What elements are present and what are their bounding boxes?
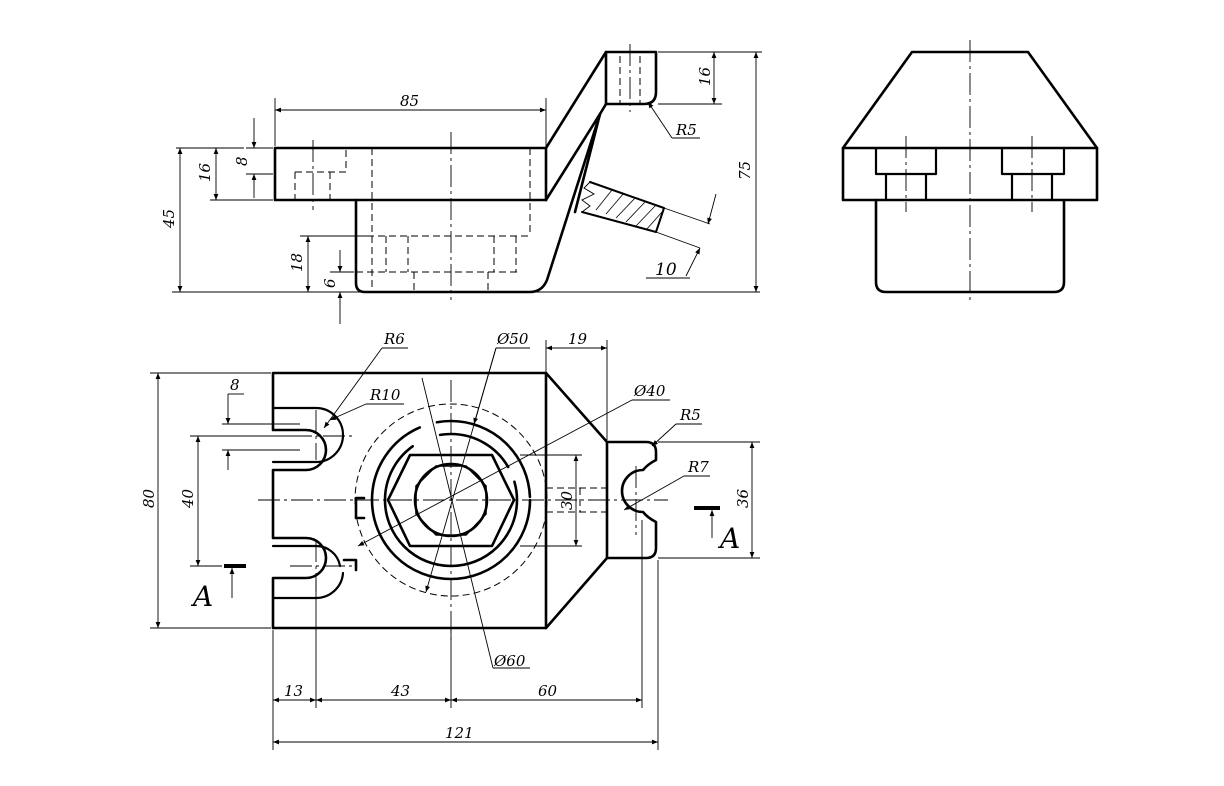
dim-dia50: Ø50 [496,330,529,348]
front-hidden-lines [294,56,641,292]
octagon [415,465,487,536]
section-arrow-right: A [694,506,740,555]
dim-dia60: Ø60 [493,652,526,670]
dim-16: 16 [196,162,214,182]
dim-36: 36 [734,488,752,508]
dim-30: 30 [558,490,576,510]
dim-80: 80 [140,488,158,508]
dim-r7: R7 [687,458,709,476]
section-cut-mark [354,496,366,520]
dim-40: 40 [179,488,197,509]
dim-60: 60 [538,682,558,700]
dim-45: 45 [160,209,178,229]
section-label-left: A [190,580,213,613]
rib-edge [573,112,602,214]
dim-13: 13 [284,682,303,700]
front-dimensions: 85 8 16 45 18 6 16 75 [160,51,762,324]
dim-10: 10 [655,260,677,280]
top-view: A A R6 R10 Ø50 Ø60 [140,330,760,750]
dim-dia40: Ø40 [633,382,666,400]
section-arrow-left: A [190,564,246,613]
dim-18: 18 [288,253,306,272]
dim-8-top: 8 [230,376,240,394]
front-view: 85 8 16 45 18 6 16 75 [160,44,762,324]
lug-hidden [546,487,607,513]
dim-85: 85 [400,92,419,110]
dim-19: 19 [568,330,588,348]
dim-r5-lug: R5 [675,121,697,139]
front-outline [273,50,658,294]
hex-flat [386,453,516,548]
dim-lug-16: 16 [696,66,714,86]
dim-r6: R6 [383,330,405,348]
rib-edge [544,112,602,202]
slot-lower-outer [271,544,345,600]
rib-section [581,181,711,249]
dim-r5-top: R5 [679,406,701,424]
dim-6: 6 [321,278,339,288]
dim-8: 8 [233,156,251,166]
top-dimensions: R6 R10 Ø50 Ø60 Ø40 19 R5 [140,330,760,750]
dim-r10: R10 [369,386,401,404]
side-view [841,40,1099,302]
section-mark-left [342,558,358,572]
section-label-right: A [717,522,740,555]
counterbore-right [1000,146,1066,202]
top-outline [271,371,658,630]
slot-upper-outer [271,406,345,464]
dim-121: 121 [445,724,474,742]
dim-75: 75 [736,161,754,180]
dim-43: 43 [390,682,410,700]
